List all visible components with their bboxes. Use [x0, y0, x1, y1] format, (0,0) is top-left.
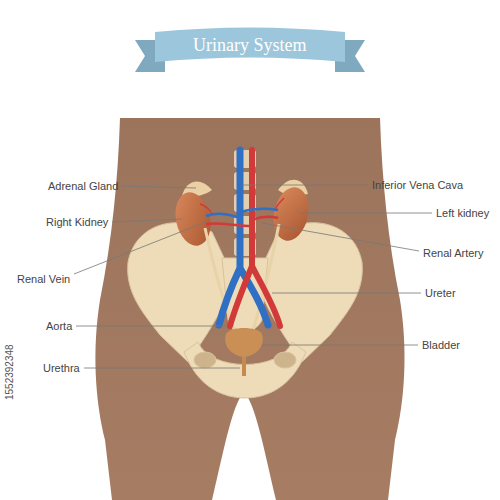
- torso: [95, 118, 404, 500]
- part-label: Adrenal Gland: [48, 180, 118, 193]
- part-label: Renal Vein: [17, 273, 70, 286]
- part-label: Aorta: [46, 320, 72, 333]
- leg-gap: [212, 392, 276, 500]
- part-label: Urethra: [43, 362, 80, 375]
- part-label: Left kidney: [436, 207, 489, 220]
- watermark-number: 1552392348: [4, 344, 16, 400]
- title-text: Urinary System: [193, 34, 306, 56]
- inferior-vena-cava: [219, 150, 268, 325]
- pelvis: [128, 223, 363, 398]
- part-label: Bladder: [422, 339, 460, 352]
- bladder: [225, 328, 263, 357]
- part-label: Inferior Vena Cava: [372, 179, 463, 192]
- part-label: Renal Artery: [423, 247, 484, 260]
- renal-vessels: [200, 198, 284, 226]
- part-label: Ureter: [425, 287, 456, 300]
- title-ribbon: [135, 28, 365, 73]
- aorta: [230, 150, 280, 326]
- leader-lines: [74, 185, 432, 368]
- part-label: Right Kidney: [46, 216, 108, 229]
